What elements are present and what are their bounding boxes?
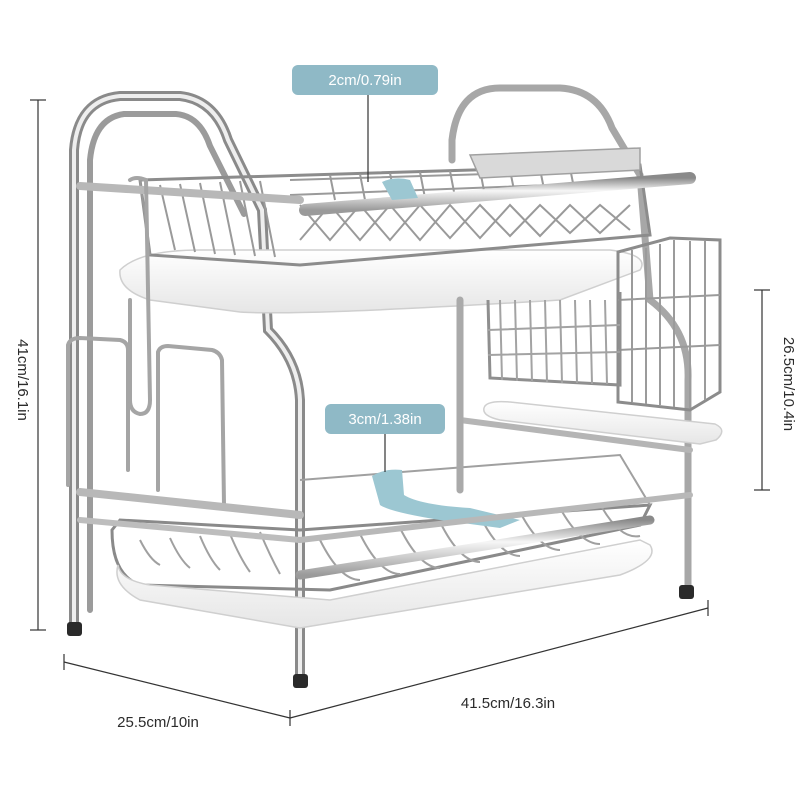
side-basket <box>486 292 622 387</box>
dish-rack-illustration <box>66 84 723 688</box>
lower-slot-insert <box>372 469 520 528</box>
side-drip-tray <box>483 400 723 445</box>
bottom-slot-gap-label: 3cm/1.38in <box>348 411 421 428</box>
bottom-slot-gap-badge: 3cm/1.38in <box>325 404 445 434</box>
total-height-label: 41cm/16.1in <box>14 339 31 421</box>
back-frame <box>448 84 692 594</box>
upper-slot-insert <box>382 178 418 200</box>
dimension-lines <box>30 92 770 726</box>
top-slot-gap-badge: 2cm/0.79in <box>292 65 438 95</box>
upper-front-rail <box>299 172 696 216</box>
depth-label: 25.5cm/10in <box>117 714 199 731</box>
lower-front-rail <box>295 515 655 580</box>
width-label: 41.5cm/16.3in <box>461 695 555 712</box>
left-frame <box>69 91 305 685</box>
cutting-board-holder <box>66 176 226 507</box>
rubber-feet <box>67 585 694 688</box>
top-slot-gap-label: 2cm/0.79in <box>328 72 401 89</box>
inner-height-label: 26.5cm/10.4in <box>780 337 797 431</box>
lower-drip-tray <box>116 539 653 629</box>
utensil-holder <box>616 236 722 412</box>
